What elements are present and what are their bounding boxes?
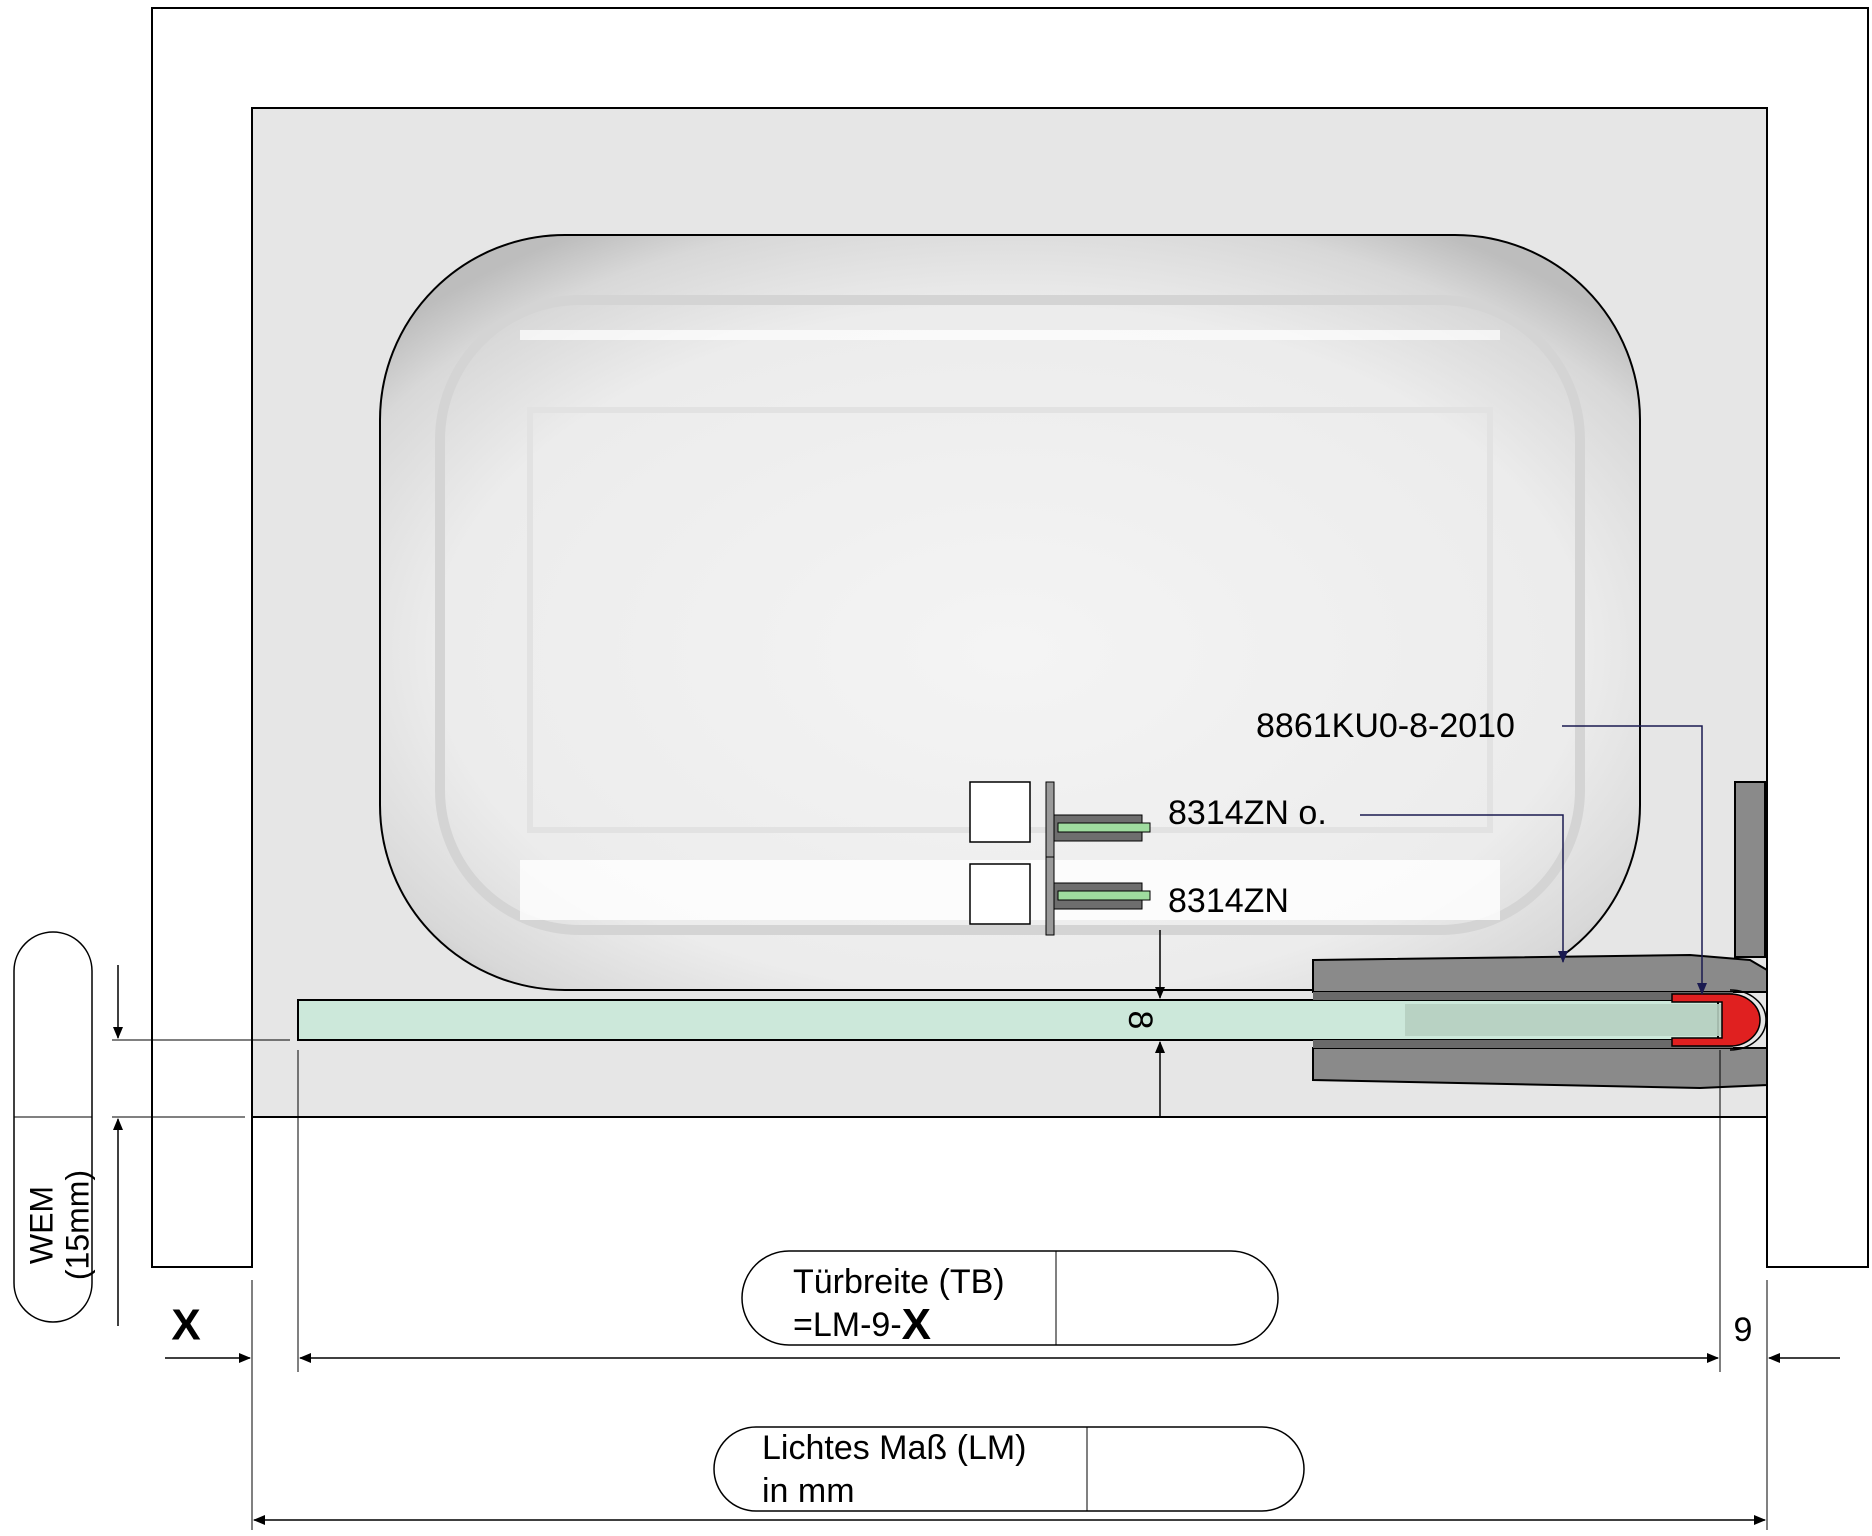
part-label-8314ZN-o: 8314ZN o.	[1168, 794, 1327, 832]
hinge-component-lower	[969, 856, 1151, 936]
wem-dimension	[13, 931, 290, 1326]
tb-label-line1: Türbreite (TB)	[793, 1263, 1005, 1301]
wem-label-line1: WEM	[23, 1186, 59, 1264]
x-label: X	[171, 1301, 200, 1350]
leader-8861KU0	[1562, 725, 1707, 995]
lm-label-line1: Lichtes Maß (LM)	[762, 1429, 1027, 1467]
part-label-8861KU0: 8861KU0-8-2010	[1256, 707, 1515, 745]
wall-profile	[1312, 781, 1768, 1090]
clear-width-dimension	[253, 1426, 1766, 1525]
nine-label: 9	[1734, 1311, 1753, 1349]
door-width-dimension	[299, 1250, 1719, 1363]
tb-label-line2: =LM-9-X	[793, 1300, 931, 1349]
tb-formula-x: X	[902, 1300, 931, 1349]
hinge-component-upper	[969, 781, 1151, 861]
part-label-8314ZN: 8314ZN	[1168, 882, 1289, 920]
seal-profile	[1671, 989, 1767, 1051]
glass-thickness-label: 8	[1121, 1011, 1159, 1030]
tb-formula-prefix: =LM-9-	[793, 1306, 902, 1344]
wem-label-line2: (15mm)	[59, 1170, 95, 1280]
lm-label-line2: in mm	[762, 1472, 855, 1510]
extension-lines	[251, 1050, 1768, 1530]
leader-8314ZN-o	[1360, 814, 1568, 963]
